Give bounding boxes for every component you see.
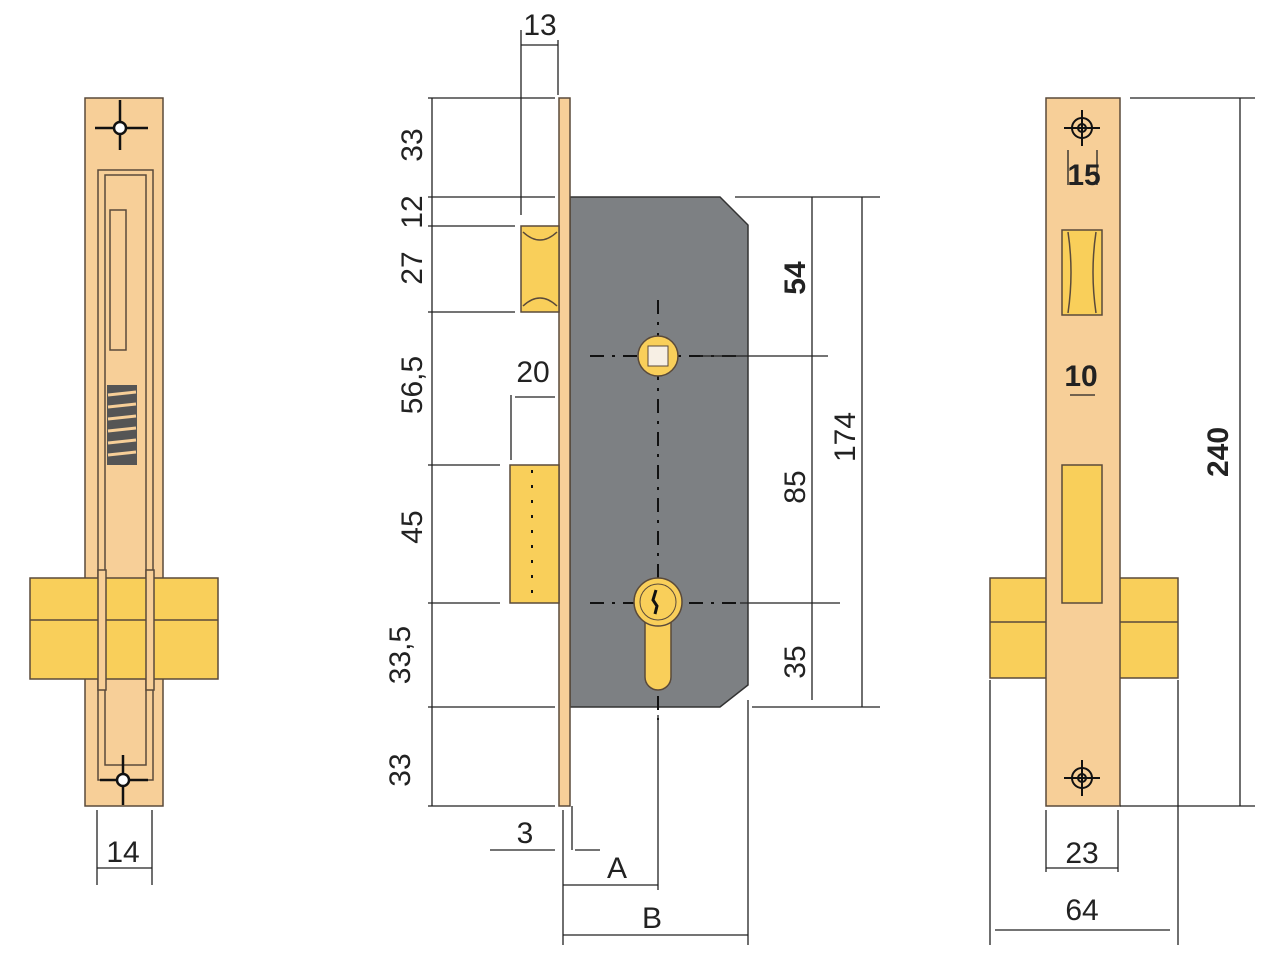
- spindle-hub-icon: [637, 335, 679, 377]
- dim-14: 14: [106, 836, 139, 869]
- cylinder-keyhole-icon: [633, 577, 683, 691]
- dim-20: 20: [516, 356, 549, 389]
- faceplate-view: 15 10 240 23 64: [989, 97, 1255, 945]
- dim-45: 45: [396, 510, 429, 543]
- faceplate-edge: [558, 97, 571, 807]
- dim-33-bottom: 33: [384, 753, 417, 786]
- screw-hole-icon: [1064, 110, 1100, 796]
- latch-bolt: [520, 225, 560, 313]
- dim-b: B: [642, 902, 662, 935]
- dim-54: 54: [779, 261, 812, 295]
- faceplate: [1045, 97, 1121, 807]
- side-view: 14: [29, 97, 219, 885]
- dim-12: 12: [396, 195, 429, 228]
- dim-56-5: 56,5: [396, 356, 429, 414]
- dim-23: 23: [1065, 837, 1098, 870]
- front-view: 13 33 12 27 56,5 45 33,5 33 20 3 A B: [384, 9, 880, 945]
- latch-tongue: [109, 209, 127, 351]
- dim-27: 27: [396, 251, 429, 284]
- latch-opening: [1061, 229, 1103, 316]
- dim-a: A: [607, 852, 627, 885]
- spring-coils: [107, 390, 137, 457]
- side-bolt: [29, 577, 219, 680]
- dim-33-top: 33: [396, 128, 429, 161]
- dim-3: 3: [517, 817, 534, 850]
- dim-35: 35: [779, 645, 812, 678]
- dim-13: 13: [523, 9, 556, 42]
- dim-33-5: 33,5: [384, 626, 417, 684]
- dim-174: 174: [829, 412, 862, 462]
- dim-10: 10: [1064, 360, 1097, 393]
- dim-85: 85: [779, 470, 812, 503]
- bolt-slot: [1061, 464, 1103, 604]
- dim-64: 64: [1065, 894, 1098, 927]
- screw-crosshair-icon: [95, 100, 148, 805]
- dim-15: 15: [1067, 159, 1100, 192]
- dim-240: 240: [1202, 427, 1235, 477]
- deadbolt: [509, 464, 560, 604]
